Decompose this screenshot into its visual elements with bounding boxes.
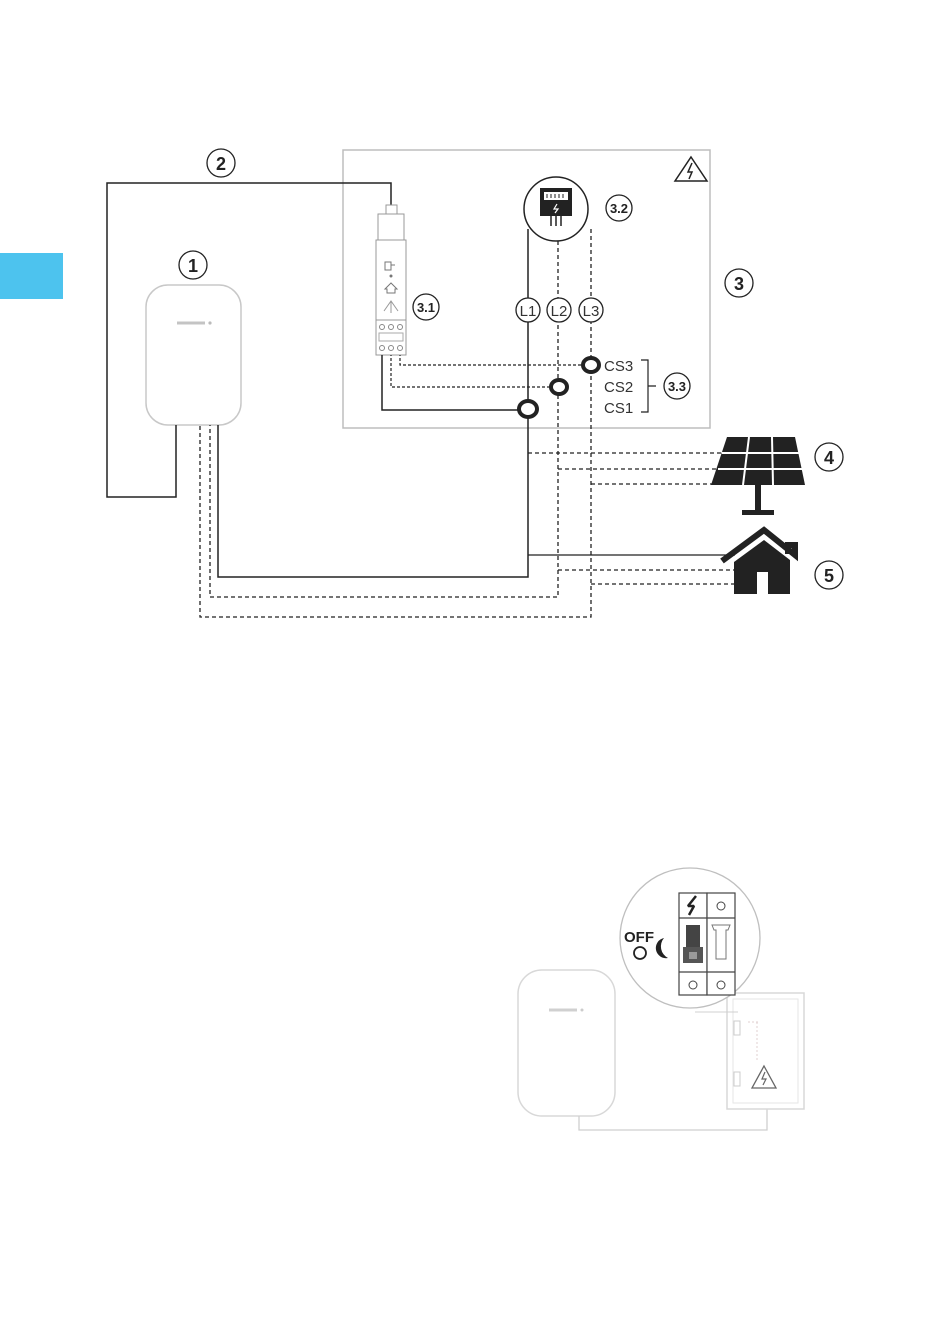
callout-4: 4 [815, 443, 843, 471]
callout-3-2: 3.2 [606, 195, 632, 221]
cabinet-hinge-top [734, 1021, 740, 1035]
callout-5: 5 [815, 561, 843, 589]
sensor-label-cs3: CS3 [604, 358, 633, 375]
wallbox-small-led-dot [581, 1009, 584, 1012]
svg-text:L2: L2 [551, 303, 568, 320]
supply-cable [579, 1109, 767, 1130]
svg-text:L3: L3 [583, 303, 600, 320]
current-sensor-cs3 [583, 358, 599, 372]
sensor-label-cs2: CS2 [604, 379, 633, 396]
wallbox-led-dot [208, 321, 211, 324]
callout-3-1: 3.1 [413, 294, 439, 320]
sensor-lead-cs2 [391, 355, 555, 387]
sensor-label-cs1: CS1 [604, 400, 633, 417]
warning-triangle-icon [675, 157, 707, 181]
svg-text:3.1: 3.1 [417, 300, 435, 315]
callout-2: 2 [207, 149, 235, 177]
callout-3: 3 [725, 269, 753, 297]
svg-text:4: 4 [824, 448, 834, 468]
svg-text:5: 5 [824, 566, 834, 586]
energy-meter [524, 177, 588, 241]
phase-label-l1: L1 [516, 298, 540, 322]
solar-panel-icon [711, 437, 805, 515]
svg-text:2: 2 [216, 154, 226, 174]
svg-text:3.3: 3.3 [668, 379, 686, 394]
sensor-bracket [641, 360, 656, 412]
svg-text:1: 1 [188, 256, 198, 276]
phase-label-l3: L3 [579, 298, 603, 322]
wallbox-charger-small [518, 970, 615, 1116]
svg-text:L1: L1 [520, 303, 537, 320]
distribution-cabinet [727, 993, 804, 1109]
callout-1: 1 [179, 251, 207, 279]
din-meter-module [376, 205, 406, 355]
sensor-lead-cs1 [382, 355, 521, 410]
breaker-switch-module [679, 893, 735, 995]
cabinet-hinge-bottom [734, 1072, 740, 1086]
svg-text:3.2: 3.2 [610, 201, 628, 216]
phase-l1-cable [218, 229, 528, 577]
phase-label-l2: L2 [547, 298, 571, 322]
breaker-off-label: OFF [624, 929, 654, 946]
callout-3-3: 3.3 [664, 373, 690, 399]
svg-text:3: 3 [734, 274, 744, 294]
current-sensor-cs1 [519, 401, 537, 417]
wallbox-charger [146, 285, 241, 425]
current-sensor-cs2 [551, 380, 567, 394]
